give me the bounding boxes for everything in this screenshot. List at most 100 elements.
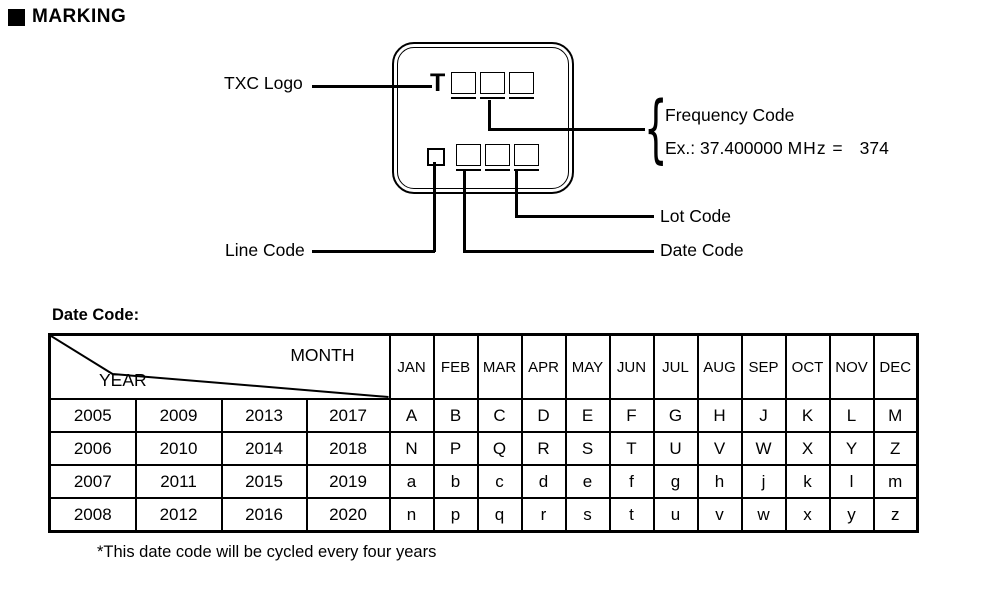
year-cell: 2019: [305, 464, 391, 499]
year-cell: 2013: [220, 398, 308, 433]
frequency-code-leader-line-horizontal: [488, 128, 645, 131]
code-cell: q: [476, 497, 523, 533]
marking-box-2: [485, 144, 510, 171]
year-cell: 2012: [134, 497, 223, 533]
code-cell: R: [520, 431, 567, 466]
code-cell: S: [564, 431, 611, 466]
line-code-label: Line Code: [225, 240, 305, 260]
lot-code-box: [514, 144, 539, 171]
table-row: 2005 2009 2013 2017 A B C D E F G H J K …: [48, 398, 919, 433]
page-title-text: MARKING: [32, 6, 127, 27]
date-code-box: [456, 144, 481, 171]
frequency-example-prefix: Ex.: 37.400000: [665, 138, 783, 158]
lot-code-leader-line-vertical: [515, 169, 518, 217]
code-cell: M: [872, 398, 919, 433]
year-cell: 2015: [220, 464, 308, 499]
code-cell: k: [784, 464, 831, 499]
code-cell: Y: [828, 431, 875, 466]
code-cell: H: [696, 398, 743, 433]
code-cell: g: [652, 464, 699, 499]
code-cell: e: [564, 464, 611, 499]
code-cell: r: [520, 497, 567, 533]
code-cell: b: [432, 464, 479, 499]
code-cell: u: [652, 497, 699, 533]
year-cell: 2007: [48, 464, 137, 499]
code-cell: X: [784, 431, 831, 466]
date-code-leader-line-vertical: [463, 169, 466, 252]
year-cell: 2014: [220, 431, 308, 466]
code-cell: l: [828, 464, 875, 499]
code-cell: V: [696, 431, 743, 466]
chip-package-outline: [392, 42, 574, 194]
month-header: DEC: [872, 333, 919, 400]
code-cell: F: [608, 398, 655, 433]
code-cell: Z: [872, 431, 919, 466]
year-cell: 2017: [305, 398, 391, 433]
month-header: JUL: [652, 333, 699, 400]
frequency-brace-glyph: {: [644, 86, 668, 172]
month-header: MAR: [476, 333, 523, 400]
month-header: OCT: [784, 333, 831, 400]
year-cell: 2005: [48, 398, 137, 433]
year-cell: 2009: [134, 398, 223, 433]
year-cell: 2006: [48, 431, 137, 466]
txc-logo-character: T: [430, 69, 446, 97]
frequency-code-box-3: [509, 72, 535, 99]
date-code-table: MONTH YEAR JAN FEB MAR APR MAY JUN JUL A…: [48, 333, 919, 533]
month-header: AUG: [696, 333, 743, 400]
code-cell: N: [388, 431, 435, 466]
corner-month-label: MONTH: [290, 345, 355, 365]
year-cell: 2010: [134, 431, 223, 466]
code-cell: x: [784, 497, 831, 533]
code-cell: G: [652, 398, 699, 433]
year-cell: 2008: [48, 497, 137, 533]
code-cell: j: [740, 464, 787, 499]
month-header: JUN: [608, 333, 655, 400]
code-cell: p: [432, 497, 479, 533]
frequency-example-unit: MHz =: [787, 138, 844, 158]
code-cell: d: [520, 464, 567, 499]
code-cell: s: [564, 497, 611, 533]
code-cell: y: [828, 497, 875, 533]
year-cell: 2016: [220, 497, 308, 533]
code-cell: W: [740, 431, 787, 466]
code-cell: a: [388, 464, 435, 499]
frequency-example-line: Ex.: 37.400000 MHz = 374: [665, 138, 889, 159]
code-cell: L: [828, 398, 875, 433]
txc-logo-leader-line: [312, 85, 432, 88]
code-cell: P: [432, 431, 479, 466]
table-footnote: *This date code will be cycled every fou…: [97, 543, 437, 561]
line-code-leader-line-vertical: [433, 162, 436, 252]
month-header: MAY: [564, 333, 611, 400]
frequency-code-leader-line-vertical: [488, 100, 491, 130]
corner-cell: MONTH YEAR: [48, 333, 391, 400]
month-header: JAN: [388, 333, 435, 400]
code-cell: t: [608, 497, 655, 533]
month-header: SEP: [740, 333, 787, 400]
line-code-leader-line-horizontal: [312, 250, 435, 253]
table-row: 2008 2012 2016 2020 n p q r s t u v w x …: [48, 497, 919, 533]
frequency-code-label: Frequency Code: [665, 105, 795, 125]
chip-package-inner-outline: [397, 47, 569, 189]
code-cell: J: [740, 398, 787, 433]
code-cell: n: [388, 497, 435, 533]
frequency-code-box-1: [451, 72, 477, 99]
year-cell: 2020: [305, 497, 391, 533]
code-cell: D: [520, 398, 567, 433]
code-cell: B: [432, 398, 479, 433]
code-cell: A: [388, 398, 435, 433]
table-row: 2007 2011 2015 2019 a b c d e f g h j k …: [48, 464, 919, 499]
code-cell: U: [652, 431, 699, 466]
table-row: 2006 2010 2014 2018 N P Q R S T U V W X …: [48, 431, 919, 466]
code-cell: w: [740, 497, 787, 533]
code-cell: m: [872, 464, 919, 499]
code-cell: f: [608, 464, 655, 499]
year-cell: 2018: [305, 431, 391, 466]
code-cell: h: [696, 464, 743, 499]
code-cell: v: [696, 497, 743, 533]
frequency-example-value: 374: [859, 138, 889, 158]
chip-top-marking-row: T: [430, 69, 535, 99]
corner-year-label: YEAR: [99, 370, 147, 390]
lot-code-label: Lot Code: [660, 206, 732, 226]
